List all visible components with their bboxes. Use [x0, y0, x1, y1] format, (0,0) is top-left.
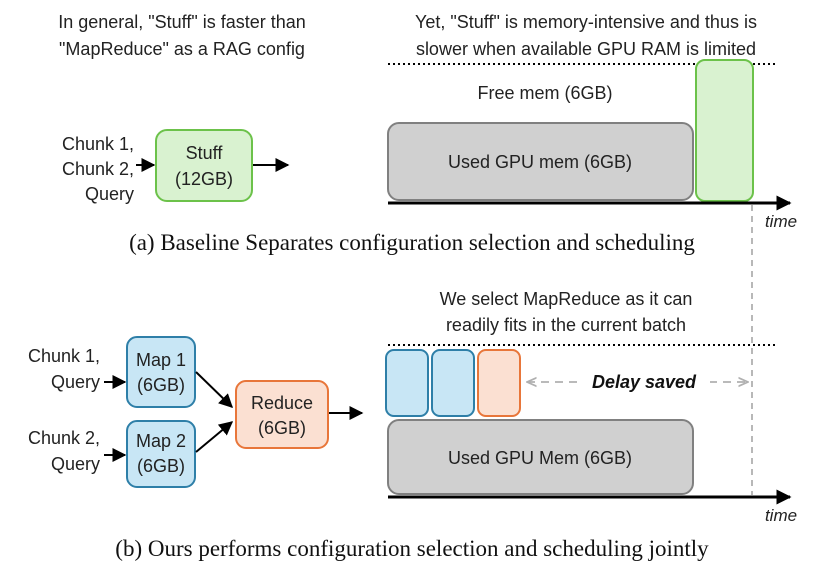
- free-mem-label: Free mem (6GB): [477, 83, 612, 103]
- caption-a: (a) Baseline Separates configuration sel…: [129, 230, 695, 255]
- used-gpu-mem-label-b: Used GPU Mem (6GB): [448, 448, 632, 468]
- right-note-line2: slower when available GPU RAM is limited: [416, 39, 756, 59]
- input2-chunk: Chunk 2,: [28, 428, 100, 448]
- input-chunk1: Chunk 1,: [62, 134, 134, 154]
- reduce-job-block: [477, 349, 521, 417]
- left-note-line1: In general, "Stuff" is faster than: [58, 12, 306, 32]
- time-label-b: time: [765, 506, 797, 525]
- map1-to-reduce-arrow: [195, 371, 234, 408]
- used-gpu-mem-block-b: [387, 419, 694, 495]
- panel-b: We select MapReduce as it can readily fi…: [28, 289, 797, 561]
- map1-job-block: [385, 349, 429, 417]
- input-chunk2: Chunk 2,: [62, 159, 134, 179]
- reduce-label: Reduce: [251, 393, 313, 413]
- delay-saved-label: Delay saved: [592, 372, 697, 392]
- map1-box: [126, 336, 196, 408]
- input1-chunk: Chunk 1,: [28, 346, 100, 366]
- delay-saved-label-bg: [580, 368, 710, 394]
- caption-b: (b) Ours performs configuration selectio…: [115, 536, 709, 561]
- map2-to-reduce-arrow: [195, 421, 234, 453]
- stuff-box: [155, 129, 253, 202]
- map1-label: Map 1: [136, 350, 186, 370]
- used-gpu-mem-label: Used GPU mem (6GB): [448, 152, 632, 172]
- stuff-job-block: [695, 59, 754, 202]
- map2-label: Map 2: [136, 431, 186, 451]
- map2-box: [126, 420, 196, 488]
- bottom-note-line1: We select MapReduce as it can: [440, 289, 693, 309]
- input1-query: Query: [51, 372, 100, 392]
- right-note-line1: Yet, "Stuff" is memory-intensive and thu…: [415, 12, 757, 32]
- stuff-box-label: Stuff: [186, 143, 224, 163]
- left-note-line2: "MapReduce" as a RAG config: [59, 39, 305, 59]
- reduce-box: [235, 380, 329, 449]
- map1-size: (6GB): [137, 375, 185, 395]
- time-label-a: time: [765, 212, 797, 231]
- reduce-size: (6GB): [258, 418, 306, 438]
- map2-job-block: [431, 349, 475, 417]
- bottom-note-line2: readily fits in the current batch: [446, 315, 686, 335]
- used-gpu-mem-block: [387, 122, 694, 201]
- input-query: Query: [85, 184, 134, 204]
- stuff-box-size: (12GB): [175, 169, 233, 189]
- panel-a: In general, "Stuff" is faster than "MapR…: [58, 12, 797, 255]
- input2-query: Query: [51, 454, 100, 474]
- map2-size: (6GB): [137, 456, 185, 476]
